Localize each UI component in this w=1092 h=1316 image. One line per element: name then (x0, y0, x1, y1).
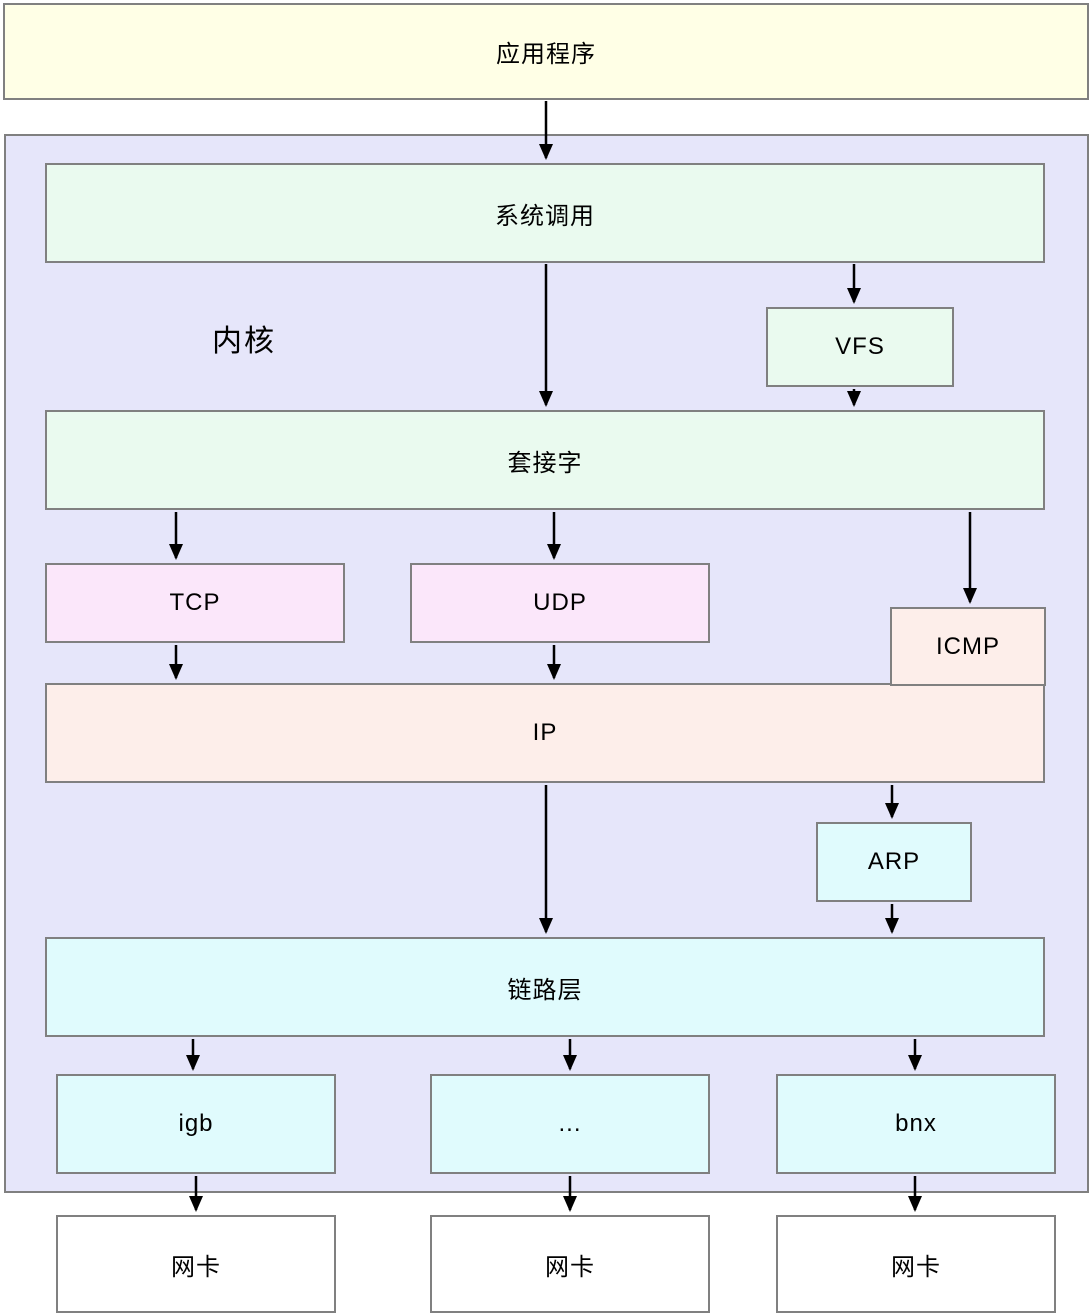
node-udp: UDP (410, 563, 710, 643)
node-arp: ARP (816, 822, 972, 902)
node-socket: 套接字 (45, 410, 1045, 510)
node-driver-igb: igb (56, 1074, 336, 1174)
node-vfs: VFS (766, 307, 954, 387)
node-application: 应用程序 (3, 3, 1089, 100)
node-driver-ellipsis: ... (430, 1074, 710, 1174)
node-tcp: TCP (45, 563, 345, 643)
node-nic-1: 网卡 (56, 1215, 336, 1313)
kernel-label: 内核 (212, 325, 276, 358)
node-link-layer: 链路层 (45, 937, 1045, 1037)
node-ip: IP (45, 683, 1045, 783)
node-driver-bnx: bnx (776, 1074, 1056, 1174)
node-nic-2: 网卡 (430, 1215, 710, 1313)
node-icmp: ICMP (890, 607, 1046, 686)
node-syscall: 系统调用 (45, 163, 1045, 263)
node-nic-3: 网卡 (776, 1215, 1056, 1313)
